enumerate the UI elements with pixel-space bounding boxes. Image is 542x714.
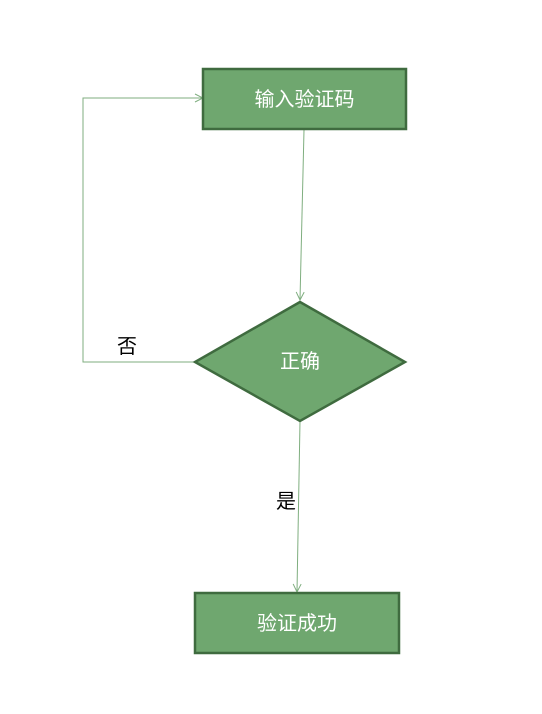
node-success — [193, 591, 401, 655]
node-input-code-label: 输入验证码 — [255, 87, 355, 111]
edge-label-yes: 是 — [276, 489, 296, 513]
node-success-label: 验证成功 — [257, 611, 337, 635]
edge-no-loop — [82, 98, 203, 363]
edge-input-to-check — [300, 129, 304, 300]
edge-label-no: 否 — [117, 334, 137, 358]
node-input-code — [201, 67, 408, 131]
node-decision — [192, 300, 408, 423]
node-decision-label: 正确 — [280, 349, 320, 373]
edge-yes — [297, 420, 300, 592]
